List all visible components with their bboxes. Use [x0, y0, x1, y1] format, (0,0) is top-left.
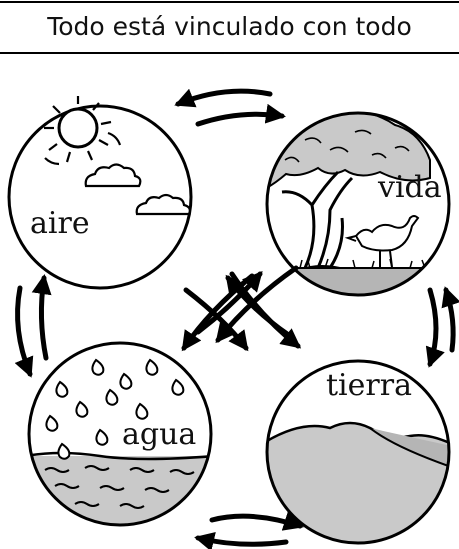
- arrow-tierra-to-vida: [446, 290, 453, 350]
- arrow-tierra-to-agua: [198, 538, 286, 544]
- arrow-vida-to-tierra: [430, 290, 436, 364]
- arrow-aire-to-agua: [18, 288, 30, 374]
- arrow-vida-to-aire: [178, 91, 270, 104]
- aire-circle: aire: [9, 96, 191, 288]
- vida-circle: vida: [262, 110, 459, 308]
- label-tierra: tierra: [326, 368, 412, 403]
- label-vida: vida: [377, 170, 442, 205]
- arrow-agua-to-aire: [41, 278, 46, 358]
- label-aire: aire: [30, 206, 90, 241]
- tierra-circle: tierra: [262, 361, 459, 549]
- label-agua: agua: [122, 417, 196, 452]
- arrow-aire-to-vida: [198, 114, 282, 124]
- agua-circle: agua: [25, 343, 225, 536]
- arrow-agua-to-tierra: [212, 516, 300, 526]
